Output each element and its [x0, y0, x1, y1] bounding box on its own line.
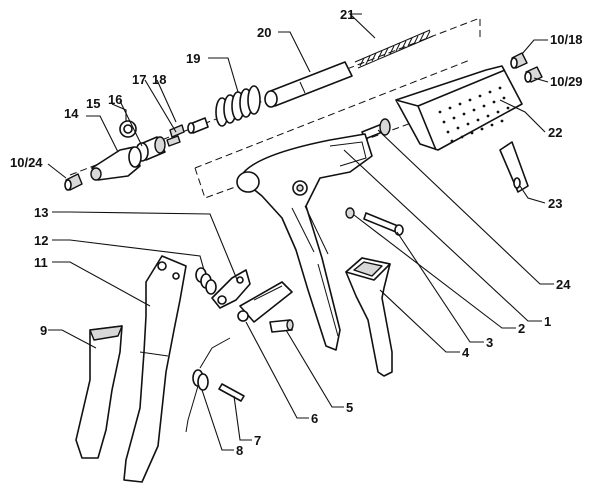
- part-14-nose-casing: [90, 146, 142, 181]
- part-10-18-nozzle: [510, 52, 528, 69]
- callout-8: 8: [236, 443, 243, 458]
- part-21-spring: [354, 29, 434, 69]
- part-5-pin: [269, 319, 294, 333]
- callout-13: 13: [34, 205, 48, 220]
- part-17-jaw: [166, 124, 185, 147]
- part-13-link: [211, 269, 251, 309]
- callout-17: 17: [132, 72, 146, 87]
- callout-12: 12: [34, 233, 48, 248]
- callout-23: 23: [548, 196, 562, 211]
- part-22-nozzle-holder: [395, 65, 523, 151]
- part-2-washer: [345, 207, 355, 219]
- callout-14: 14: [64, 106, 79, 121]
- callout-21: 21: [340, 7, 354, 22]
- callout-3: 3: [486, 335, 493, 350]
- part-23-belt-clip: [499, 141, 529, 193]
- part-12-torsion-spring: [195, 267, 217, 295]
- callout-1: 1: [544, 314, 551, 329]
- part-9-lever-grip: [75, 325, 123, 459]
- callout-5: 5: [346, 400, 353, 415]
- callout-15: 15: [86, 96, 100, 111]
- part-10-24-nozzle: [64, 173, 83, 191]
- part-8-wire-spring: [185, 337, 231, 433]
- callout-10-24: 10/24: [10, 155, 43, 170]
- callout-10-29: 10/29: [550, 74, 583, 89]
- callout-16: 16: [108, 92, 122, 107]
- callout-22: 22: [548, 125, 562, 140]
- callout-2: 2: [518, 321, 525, 336]
- part-11-lever-arm: [123, 255, 187, 483]
- part-19-spring: [215, 85, 261, 127]
- part-6-toggle-link: [237, 281, 293, 323]
- part-16-jaw-housing: [135, 136, 166, 162]
- leader-lines: [47, 13, 554, 451]
- main-body-housing: [236, 133, 373, 351]
- part-4-handle-grip: [345, 257, 393, 377]
- callout-11: 11: [34, 255, 48, 270]
- part-20-rod: [264, 61, 353, 108]
- callout-6: 6: [311, 411, 318, 426]
- callout-19: 19: [186, 51, 200, 66]
- callout-20: 20: [257, 25, 271, 40]
- callout-9: 9: [40, 323, 47, 338]
- part-7-pin: [218, 383, 245, 402]
- callout-7: 7: [254, 433, 261, 448]
- part-10-29-nozzle: [524, 66, 543, 83]
- part-3-bolt: [363, 212, 404, 236]
- callout-10-18: 10/18: [550, 32, 583, 47]
- callout-18: 18: [152, 72, 166, 87]
- callout-24: 24: [556, 277, 571, 292]
- part-18-sleeve: [187, 117, 209, 134]
- callout-4: 4: [462, 345, 470, 360]
